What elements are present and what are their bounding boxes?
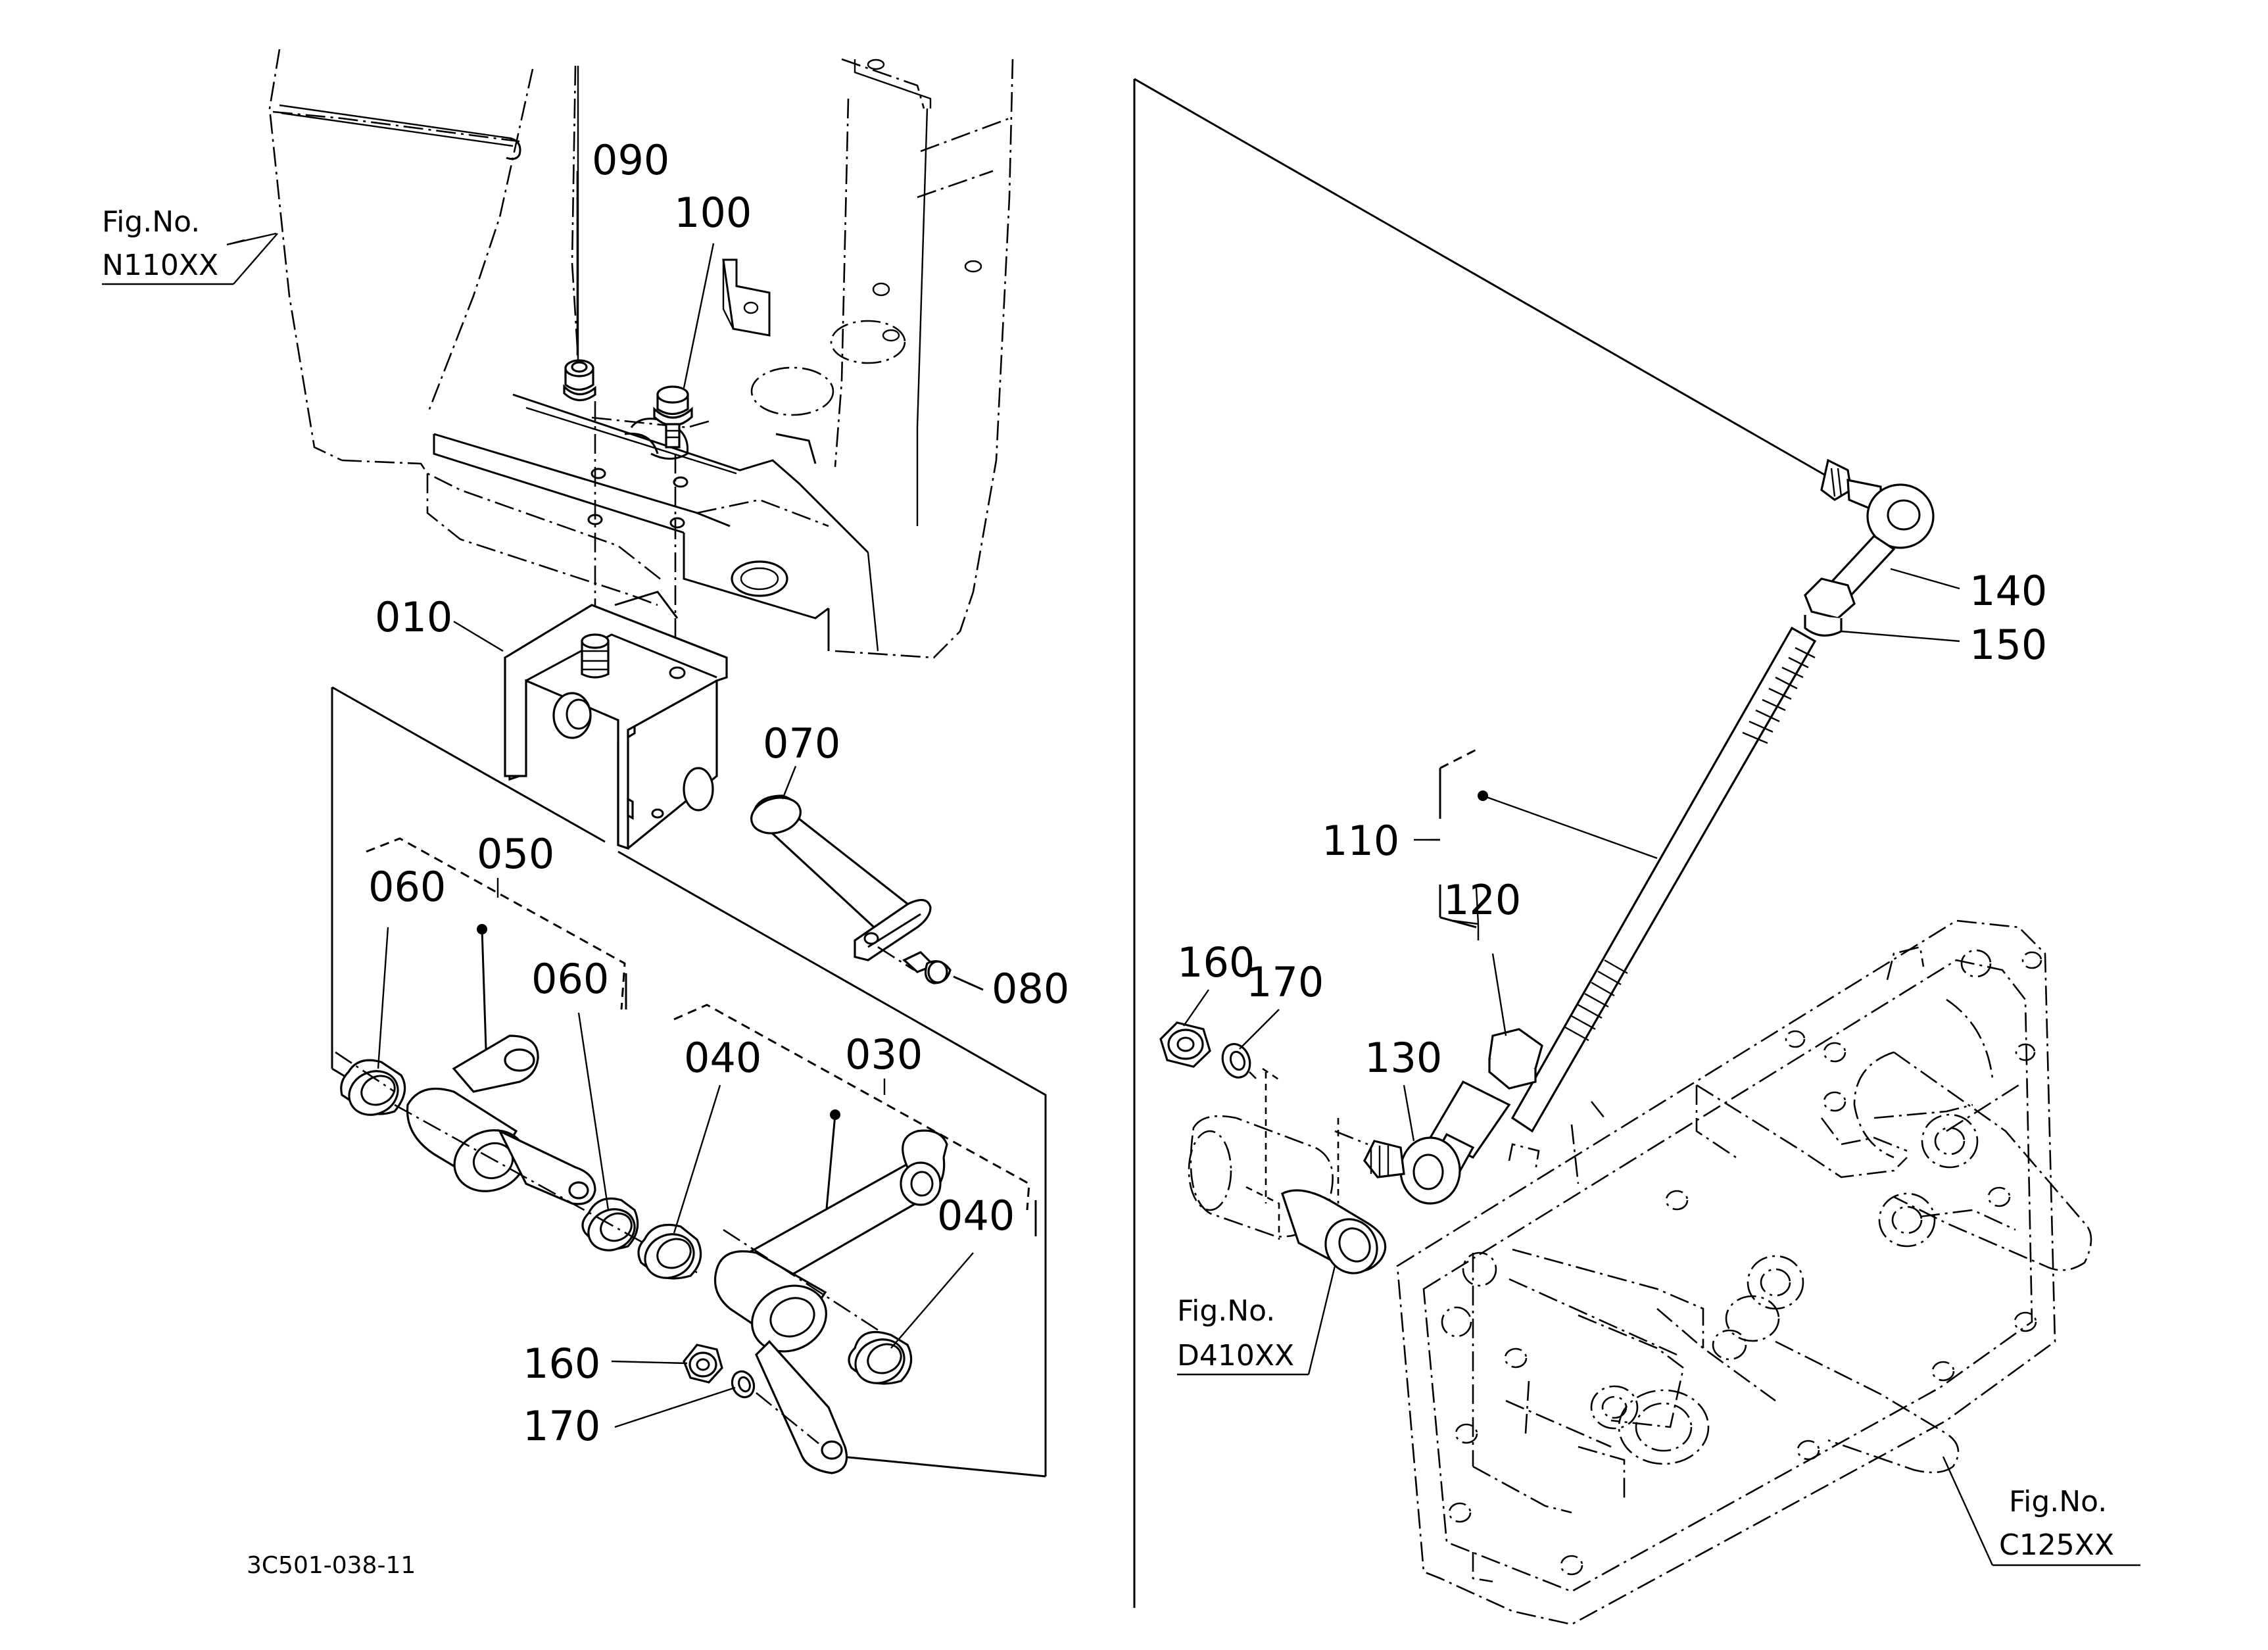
part-060-bushing-b <box>581 1197 639 1251</box>
callout-090: 090 <box>592 136 669 184</box>
part-060-bushing-a <box>335 1051 406 1116</box>
callout-100: 100 <box>674 189 752 237</box>
callout-080: 080 <box>992 965 1069 1013</box>
figref-c125xx-line1: Fig.No. <box>2009 1485 2107 1518</box>
part-100-bolt <box>653 385 693 671</box>
part-040-bushing-a <box>637 1223 702 1280</box>
part-030-lever-assembly <box>673 1004 1037 1474</box>
figref-d410xx-leader <box>1177 1265 1336 1376</box>
part-040-bushing-b <box>848 1330 913 1385</box>
callout-050: 050 <box>477 830 554 878</box>
part-080-bolt <box>902 951 984 991</box>
part-160-nut-left <box>683 1344 723 1384</box>
figref-n110xx-line1: Fig.No. <box>102 205 200 239</box>
callout-060-right: 060 <box>531 955 609 1003</box>
callout-060-left: 060 <box>368 863 446 911</box>
part-160-nut-right <box>1159 1021 1211 1068</box>
document-number: 3C501-038-11 <box>247 1552 416 1579</box>
callout-160-left: 160 <box>523 1340 600 1388</box>
part-050-lever-assembly <box>366 837 627 1205</box>
figref-c125xx-line2: C125XX <box>1999 1528 2114 1562</box>
box-030-right <box>617 850 1047 1476</box>
callout-140: 140 <box>1969 567 2047 615</box>
callout-170-right: 170 <box>1246 958 1324 1006</box>
part-150-nut <box>1804 577 1856 637</box>
figref-c125xx-leader <box>1942 1456 2140 1566</box>
part-010-bracket <box>504 604 728 850</box>
fig-c125xx-housing <box>1396 919 2092 1626</box>
part-170-washer-left <box>731 1370 819 1445</box>
figref-n110xx-line2: N110XX <box>102 249 218 282</box>
figref-d410xx-line2: D410XX <box>1177 1339 1294 1372</box>
part-170-washer-right <box>1221 1043 1257 1079</box>
box-right-top-edge <box>1134 78 1829 478</box>
part-120-nut <box>1488 1028 1543 1090</box>
fig-d410xx-shaft <box>1188 1067 1387 1274</box>
callout-170-left: 170 <box>523 1402 600 1450</box>
part-140-ball-joint <box>1820 458 1935 597</box>
callout-030: 030 <box>845 1031 923 1079</box>
part-070-pin <box>750 794 932 971</box>
box-050-top <box>331 686 606 843</box>
part-130-ball-joint <box>1334 1080 1511 1205</box>
callout-040-right: 040 <box>937 1192 1015 1240</box>
figref-d410xx-line1: Fig.No. <box>1177 1294 1275 1328</box>
figref-n110xx-leader <box>102 233 278 285</box>
callout-110: 110 <box>1322 817 1399 865</box>
callout-leaders <box>226 171 1960 1428</box>
callout-070: 070 <box>763 719 840 767</box>
callout-160-right: 160 <box>1177 938 1255 986</box>
callout-130: 130 <box>1364 1034 1442 1082</box>
callout-150: 150 <box>1969 621 2047 669</box>
part-090-nut <box>563 66 596 648</box>
callout-010: 010 <box>375 593 452 641</box>
part-110-rod <box>1510 626 1817 1133</box>
callout-040-left: 040 <box>684 1034 761 1082</box>
box-030-bottom <box>841 1455 1046 1478</box>
callout-120: 120 <box>1443 876 1521 924</box>
